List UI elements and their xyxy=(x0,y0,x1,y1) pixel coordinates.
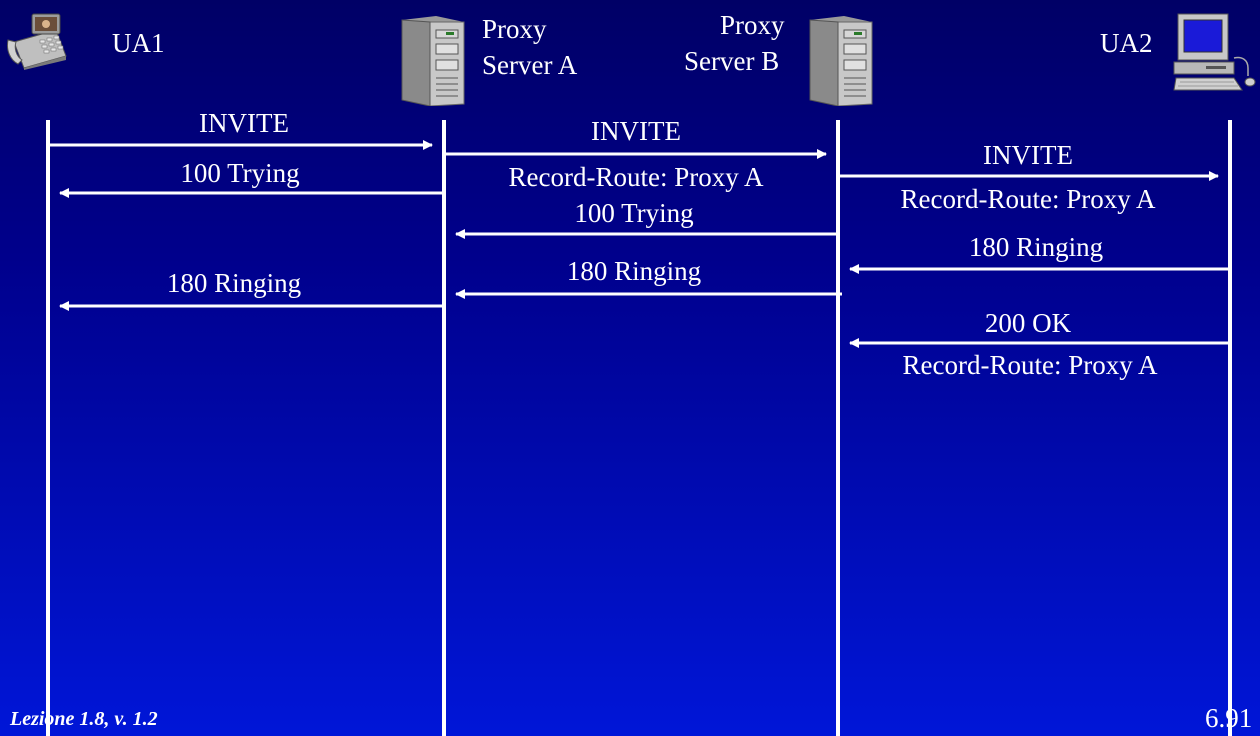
message-header-record-route: Record-Route: Proxy A xyxy=(508,162,764,192)
participant-label-proxy-a-line1: Proxy xyxy=(482,14,547,44)
footer-page-number: 6.91 xyxy=(1205,703,1253,733)
message-header-record-route: Record-Route: Proxy A xyxy=(902,350,1158,380)
message-label: 180 Ringing xyxy=(566,256,702,286)
message-label: 100 Trying xyxy=(180,158,300,188)
message-label: INVITE xyxy=(983,140,1073,170)
message-label: INVITE xyxy=(591,116,681,146)
message-label: 200 OK xyxy=(984,308,1072,338)
participant-label-ua2: UA2 xyxy=(1100,28,1153,58)
participant-label-proxy-a-line2: Server A xyxy=(482,50,578,80)
message-label: 180 Ringing xyxy=(968,232,1104,262)
message-label: 100 Trying xyxy=(574,198,694,228)
participant-label-proxy-b-line2: Server B xyxy=(684,46,780,76)
message-label: INVITE xyxy=(199,108,289,138)
participant-label-ua1: UA1 xyxy=(112,28,165,58)
footer-lecture-label: Lezione 1.8, v. 1.2 xyxy=(10,708,158,730)
desktop-computer-icon xyxy=(1173,13,1256,91)
videophone-icon xyxy=(7,13,67,70)
message-header-record-route: Record-Route: Proxy A xyxy=(900,184,1156,214)
participant-label-proxy-b-line1: Proxy xyxy=(720,10,785,40)
server-tower-icon xyxy=(809,16,873,106)
message-label: 180 Ringing xyxy=(166,268,302,298)
server-tower-icon xyxy=(401,16,465,106)
